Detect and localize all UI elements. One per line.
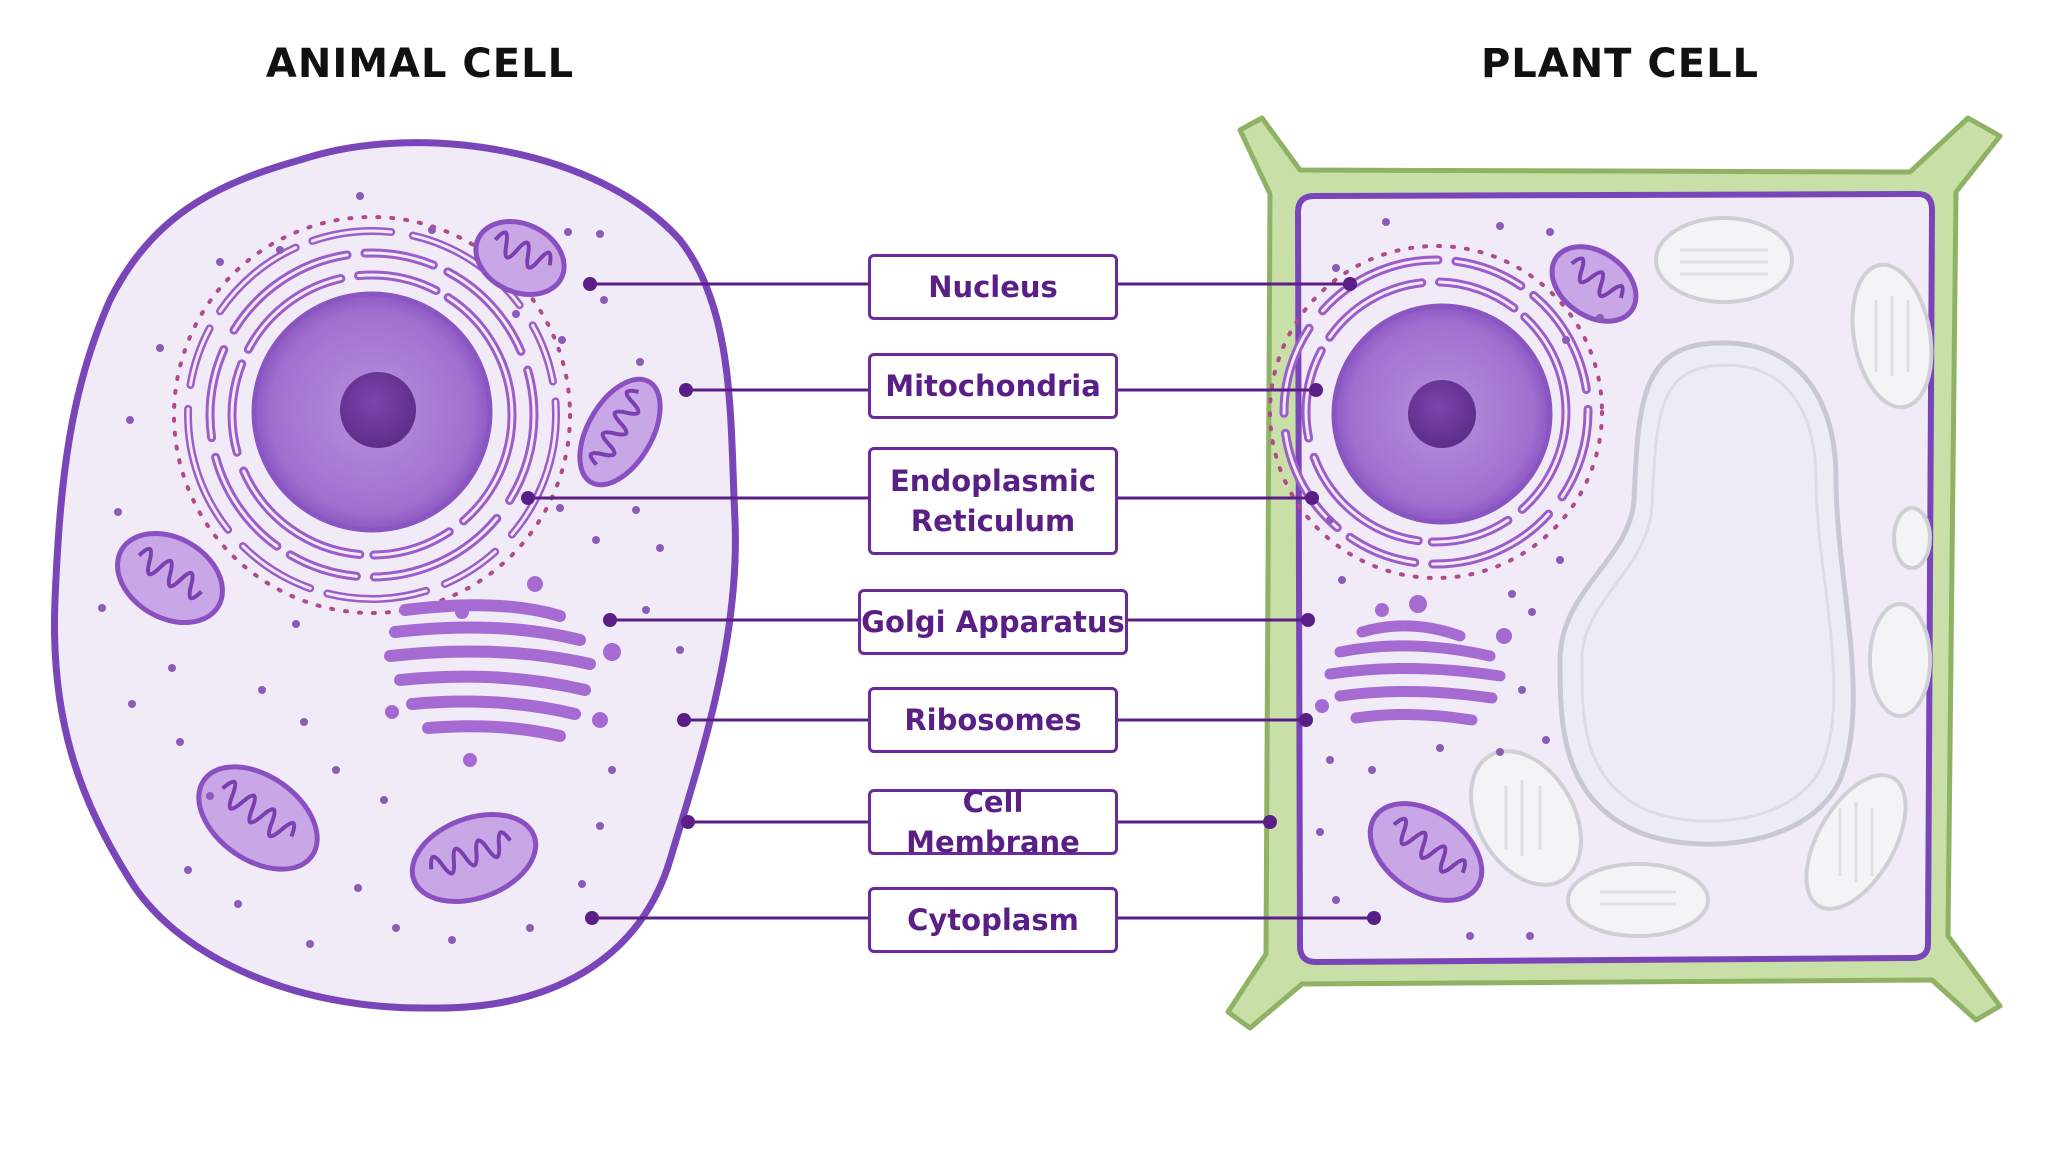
plant-ribosomes [1316,218,1604,940]
animal-ribosomes [98,192,684,948]
leader-dot-membrane-left [681,815,695,829]
leader-dot-ribosomes-right [1299,713,1313,727]
leader-dot-cytoplasm-right [1367,911,1381,925]
plant-cell-title: PLANT CELL [1480,41,1760,87]
plant-nucleus [1331,303,1553,525]
label-cell-membrane: Cell Membrane [868,785,1118,859]
leader-dot-golgi-right [1301,613,1315,627]
leader-dot-er-left [521,491,535,505]
leader-dot-er-right [1305,491,1319,505]
label-cytoplasm: Cytoplasm [868,887,1118,953]
plant-mitochondria [1367,244,1639,903]
label-nucleus: Nucleus [868,254,1118,320]
plant-golgi-apparatus [1315,595,1512,726]
leader-dot-mitochondria-left [679,383,693,397]
leader-dot-membrane-right [1263,815,1277,829]
leader-dot-cytoplasm-left [585,911,599,925]
animal-cell [50,139,739,1012]
animal-mitochondria [115,219,663,904]
label-endoplasmic-reticulum: Endoplasmic Reticulum [868,447,1118,555]
animal-golgi-apparatus [384,576,621,767]
plant-endoplasmic-reticulum [1268,244,1604,580]
leader-dot-mitochondria-right [1309,383,1323,397]
label-golgi-apparatus: Golgi Apparatus [858,589,1128,655]
leader-dot-golgi-left [603,613,617,627]
label-mitochondria: Mitochondria [868,353,1118,419]
leader-lines [521,277,1381,925]
animal-endoplasmic-reticulum [172,215,572,615]
plant-central-vacuole [1557,340,1856,847]
leader-dot-nucleus-left [583,277,597,291]
animal-nucleus [251,291,493,533]
label-ribosomes: Ribosomes [868,687,1118,753]
leader-dot-ribosomes-left [677,713,691,727]
leader-dot-nucleus-right [1343,277,1357,291]
animal-cell-title: ANIMAL CELL [265,41,575,87]
plant-cell [1225,115,2003,1031]
